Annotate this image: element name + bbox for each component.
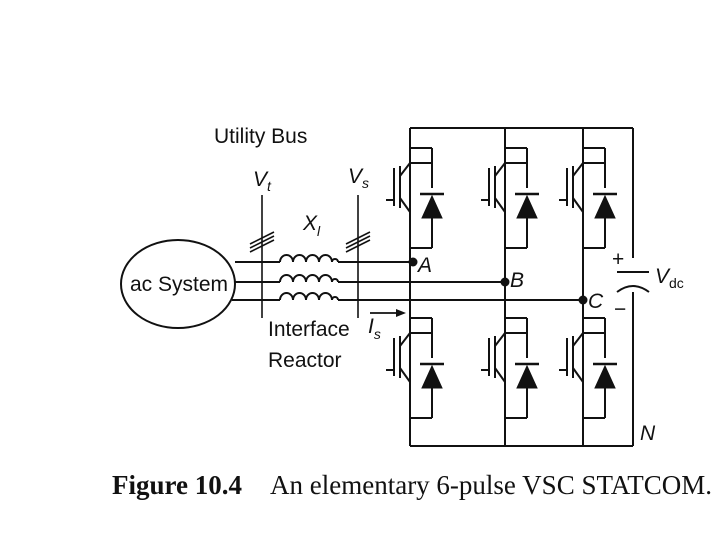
bus-markers bbox=[249, 195, 371, 318]
figure-caption: Figure 10.4 An elementary 6-pulse VSC STA… bbox=[112, 470, 712, 501]
switch-upper-b bbox=[480, 147, 541, 249]
switch-lower-a bbox=[385, 317, 446, 419]
node-c-dot bbox=[578, 295, 588, 305]
ac-system-ellipse bbox=[120, 239, 236, 329]
ac-system-label: ac System bbox=[130, 273, 228, 296]
vdc-label: Vdc bbox=[655, 265, 684, 291]
switch-lower-b bbox=[480, 317, 541, 419]
reactor-label: Reactor bbox=[268, 349, 342, 372]
is-label: Is bbox=[368, 315, 381, 342]
node-c-label: C bbox=[588, 290, 604, 313]
figure-number: Figure 10.4 bbox=[112, 470, 242, 500]
node-n-label: N bbox=[640, 422, 656, 445]
figure-caption-text: An elementary 6-pulse VSC STATCOM. bbox=[270, 470, 713, 500]
utility-bus-label: Utility Bus bbox=[214, 125, 307, 148]
node-b-label: B bbox=[510, 269, 524, 292]
vt-label: Vt bbox=[253, 168, 272, 194]
phase-lines bbox=[232, 261, 583, 301]
interface-reactor-coils bbox=[279, 254, 339, 301]
node-a-dot bbox=[408, 257, 418, 267]
switch-upper-a bbox=[385, 147, 446, 249]
xl-label: Xl bbox=[302, 212, 321, 239]
current-arrow bbox=[370, 309, 406, 317]
dc-capacitor bbox=[616, 271, 650, 293]
vs-label: Vs bbox=[348, 165, 369, 191]
minus-label: − bbox=[614, 298, 626, 321]
interface-label: Interface bbox=[268, 318, 350, 341]
node-a-label: A bbox=[416, 254, 432, 277]
node-b-dot bbox=[500, 277, 510, 287]
switch-upper-c bbox=[558, 147, 619, 249]
plus-label: + bbox=[612, 248, 624, 271]
dc-rails bbox=[409, 127, 634, 447]
switch-lower-c bbox=[558, 317, 619, 419]
